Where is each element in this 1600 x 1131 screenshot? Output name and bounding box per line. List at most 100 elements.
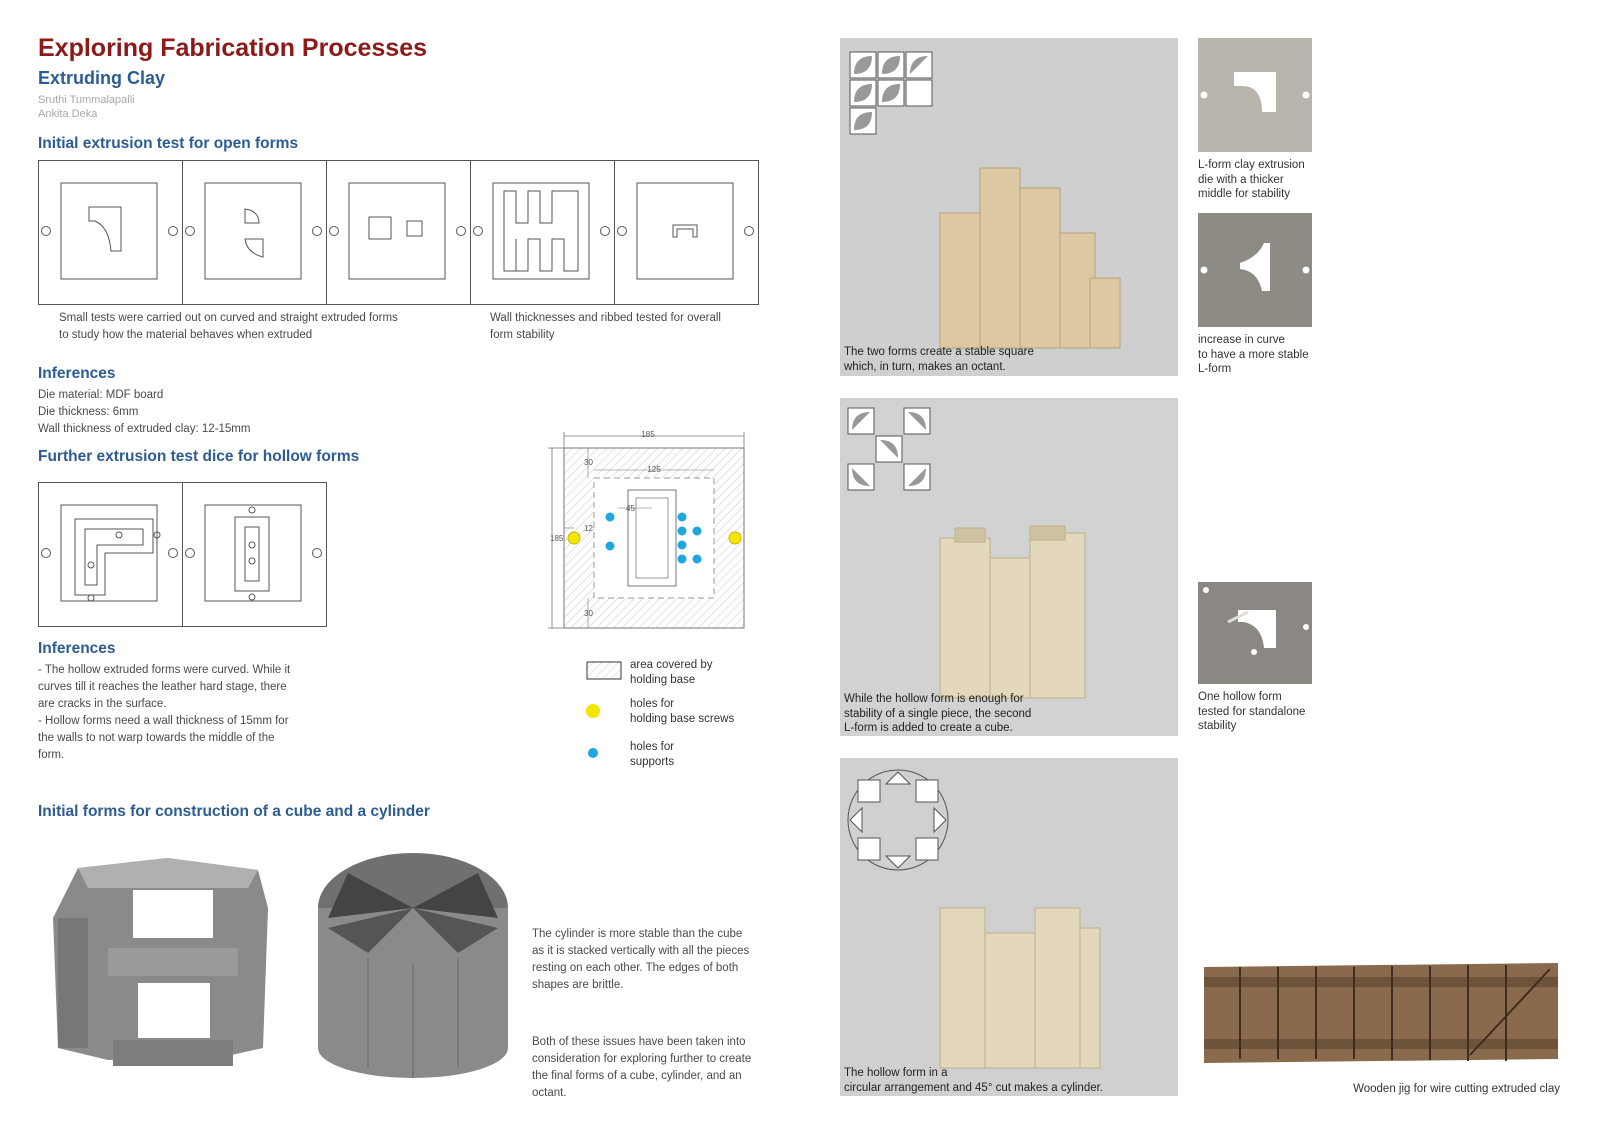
legend-swatch-hatch	[586, 661, 622, 680]
caption-line: The two forms create a stable square	[844, 346, 1034, 358]
section-heading-hollow-forms: Further extrusion test dice for hollow f…	[38, 448, 360, 465]
die-hollow-1-drawing	[41, 504, 178, 602]
para-line: Both of these issues have been taken int…	[532, 1036, 746, 1048]
die-open-4	[470, 160, 615, 305]
legend-item-supports: holes for supports	[630, 740, 674, 769]
caption-line: While the hollow form is enough for	[844, 693, 1024, 705]
die-hollow-1	[38, 482, 183, 627]
die-photo-3	[1198, 582, 1312, 684]
cube-photo: While the hollow form is enough for stab…	[840, 398, 1178, 736]
para-line: consideration for exploring further to c…	[532, 1053, 752, 1065]
legend-swatch-blue	[588, 748, 598, 758]
inference-line: are cracks in the surface.	[38, 698, 167, 710]
octant-caption: The two forms create a stable square whi…	[844, 345, 1034, 374]
dim-125-label: 125	[647, 465, 661, 474]
inference-line: - The hollow extruded forms were curved.…	[38, 664, 291, 676]
inference-line: form.	[38, 749, 65, 761]
caption-line: Wall thicknesses and ribbed tested for o…	[490, 312, 721, 324]
die-open-1	[38, 160, 183, 305]
legend-label: area covered by	[630, 659, 713, 671]
page-title: Exploring Fabrication Processes	[38, 34, 428, 62]
section-heading-inferences-2: Inferences	[38, 640, 116, 657]
caption-line: The hollow form in a	[844, 1067, 948, 1079]
support-hole	[677, 554, 687, 564]
legend-label: holes for	[630, 741, 675, 753]
inference-line: Die material: MDF board	[38, 389, 164, 401]
grey-cylinder-photo	[318, 853, 508, 1078]
die-photo-1-drawing	[1200, 72, 1310, 112]
section-heading-inferences-1: Inferences	[38, 365, 116, 382]
para-line: The cylinder is more stable than the cub…	[532, 928, 743, 940]
die-open-3-drawing	[329, 182, 466, 280]
octant-photo: The two forms create a stable square whi…	[840, 38, 1178, 376]
inference-line: the walls to not warp towards the middle…	[38, 732, 275, 744]
page-subtitle: Extruding Clay	[38, 68, 166, 88]
caption-line: circular arrangement and 45° cut makes a…	[844, 1081, 1104, 1094]
dim-30-top-label: 30	[584, 458, 593, 467]
cube-caption: While the hollow form is enough for stab…	[844, 692, 1031, 736]
die-photo-1	[1198, 38, 1312, 152]
author-1: Sruthi Tummalapalli	[38, 94, 135, 106]
cube-cylinder-para-1: The cylinder is more stable than the cub…	[532, 926, 749, 994]
legend-label: holes for	[630, 698, 675, 710]
support-hole	[605, 512, 615, 522]
die-open-3	[326, 160, 471, 305]
die-open-2	[182, 160, 327, 305]
caption-line: to have a more stable	[1198, 348, 1309, 361]
dim-left-label: 185	[550, 534, 564, 543]
legend-label: supports	[630, 755, 675, 768]
die-open-5-drawing	[617, 182, 754, 280]
caption-line: stability	[1198, 720, 1237, 732]
dim-top-label: 185	[641, 430, 655, 439]
die-photo-1-caption: L-form clay extrusion die with a thicker…	[1198, 158, 1305, 202]
inference-line: curves till it reaches the leather hard …	[38, 681, 287, 693]
open-forms-caption-left: Small tests were carried out on curved a…	[59, 310, 398, 344]
cylinder-photo: The hollow form in a circular arrangemen…	[840, 758, 1178, 1096]
dim-30-bottom-label: 30	[584, 609, 593, 618]
dim-45-label: 45	[626, 504, 635, 513]
caption-line: form stability	[490, 329, 555, 341]
caption-line: L-form clay extrusion	[1198, 159, 1305, 171]
support-hole	[605, 541, 615, 551]
die-photo-3-drawing	[1203, 587, 1309, 655]
grey-cube-photo	[53, 858, 268, 1066]
screw-hole-right	[728, 531, 742, 545]
cylinder-caption: The hollow form in a circular arrangemen…	[844, 1066, 1103, 1095]
para-line: as it is stacked vertically with all the…	[532, 945, 750, 957]
die-hollow-2	[182, 482, 327, 627]
caption-line: tested for standalone	[1198, 705, 1306, 718]
legend-swatch-yellow	[586, 704, 600, 718]
para-line: shapes are brittle.	[532, 979, 624, 991]
inferences-2-list: - The hollow extruded forms were curved.…	[38, 662, 290, 764]
author-2: Ankita Deka	[38, 108, 98, 120]
caption-line: stability of a single piece, the second	[844, 707, 1032, 720]
die-open-5	[614, 160, 759, 305]
open-form-dies	[38, 160, 759, 305]
section-heading-cube-cylinder: Initial forms for construction of a cube…	[38, 803, 430, 820]
legend-label: holding base screws	[630, 712, 735, 725]
support-hole	[692, 554, 702, 564]
inference-line: Die thickness: 6mm	[38, 406, 139, 418]
octant-photo-drawing	[849, 51, 1121, 349]
die-photo-2-caption: increase in curve to have a more stable …	[1198, 333, 1309, 377]
caption-line: Small tests were carried out on curved a…	[59, 312, 398, 324]
die-dimension-diagram: 185 185 30 125 45 12 30	[548, 430, 745, 629]
caption-line: die with a thicker	[1198, 173, 1284, 186]
die-photo-3-caption: One hollow form tested for standalone st…	[1198, 690, 1305, 734]
caption-line: which, in turn, makes an octant.	[844, 360, 1006, 373]
inference-line: - Hollow forms need a wall thickness of …	[38, 715, 289, 727]
hollow-form-dies	[38, 482, 327, 627]
support-hole	[677, 526, 687, 536]
cube-cylinder-para-2: Both of these issues have been taken int…	[532, 1034, 751, 1102]
caption-line: middle for stability	[1198, 188, 1291, 200]
screw-hole-left	[567, 531, 581, 545]
die-photo-2-drawing	[1200, 243, 1310, 291]
cube-photo-drawing	[847, 407, 1086, 699]
inferences-1-list: Die material: MDF board Die thickness: 6…	[38, 387, 250, 438]
die-open-1-drawing	[41, 182, 178, 280]
jig-caption: Wooden jig for wire cutting extruded cla…	[1353, 1083, 1560, 1095]
section-heading-open-forms: Initial extrusion test for open forms	[38, 135, 299, 152]
die-open-4-drawing	[473, 182, 610, 280]
die-open-2-drawing	[185, 182, 322, 280]
caption-line: L-form	[1198, 363, 1232, 375]
